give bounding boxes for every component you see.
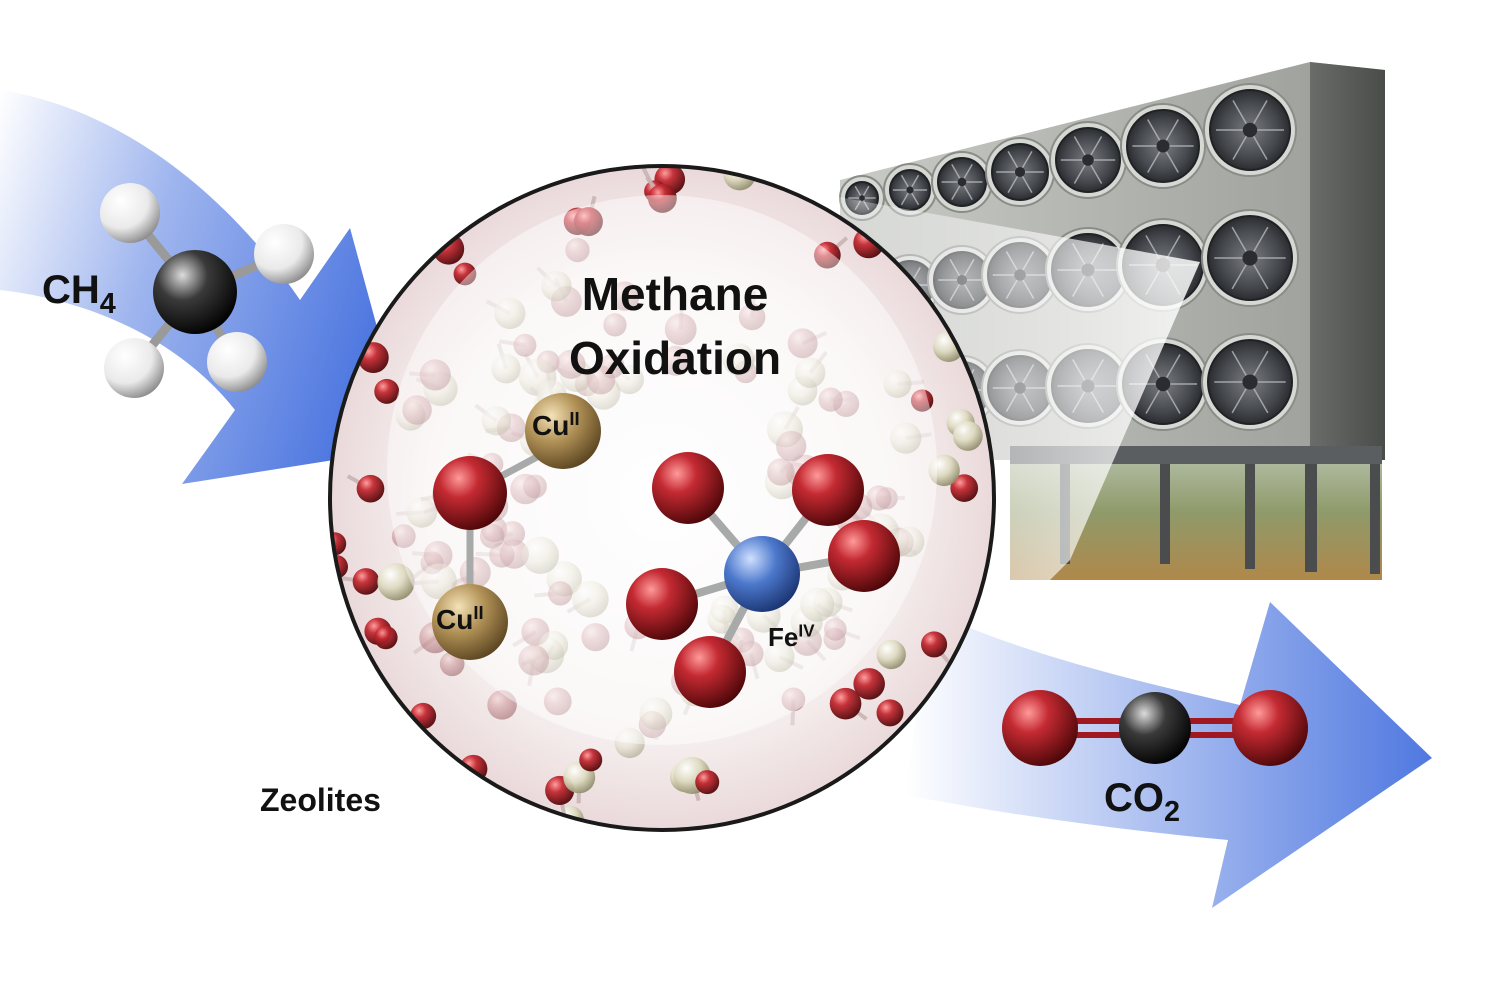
iron-label-oxidation-state: IV (798, 621, 814, 641)
oxygen-atom (853, 668, 885, 700)
iron-atom (724, 536, 800, 612)
fan-icon (1121, 104, 1205, 188)
hydrogen-atom (104, 338, 164, 398)
hydrogen-atom (254, 224, 314, 284)
oxygen-atom (828, 520, 900, 592)
copper-label-1-base: Cu (532, 410, 569, 441)
co2-label: CO2 (1104, 778, 1180, 818)
oxygen-atom (459, 755, 487, 795)
silicon-atom (877, 640, 906, 669)
methane-label-base: CH (42, 268, 100, 312)
hydrogen-atom (207, 332, 267, 392)
oxygen-atom (674, 636, 746, 708)
copper-label-2: CuII (436, 606, 484, 634)
oxygen-atom (374, 379, 399, 404)
iron-label: FeIV (768, 624, 815, 650)
silicon-atom (953, 421, 983, 451)
oxygen-atom (695, 770, 719, 794)
carbon-atom (153, 250, 237, 334)
fan-icon (1204, 84, 1296, 176)
co2-molecule-icon (1002, 690, 1308, 766)
copper-label-1: CuII (532, 412, 580, 440)
methane-label: CH4 (42, 270, 116, 310)
carbon-atom (1119, 692, 1191, 764)
diagram-title: Methane Oxidation (505, 262, 845, 390)
silicon-atom (556, 806, 584, 844)
fan-icon (932, 152, 992, 212)
title-line-1: Methane (505, 262, 845, 326)
copper-label-2-oxidation-state: II (473, 602, 483, 623)
fan-icon (986, 138, 1054, 206)
copper-label-1-oxidation-state: II (569, 408, 579, 429)
oxygen-atom (1002, 690, 1078, 766)
oxygen-atom (792, 454, 864, 526)
fan-icon (1202, 334, 1298, 430)
oxygen-atom (652, 452, 724, 524)
oxygen-atom (579, 748, 602, 771)
oxygen-atom (433, 456, 507, 530)
oxygen-atom (877, 699, 904, 726)
copper-label-2-base: Cu (436, 604, 473, 635)
methane-label-subscript: 4 (100, 288, 116, 320)
zeolites-label: Zeolites (260, 784, 381, 816)
hydrogen-atom (100, 183, 160, 243)
fan-icon (1050, 122, 1126, 198)
oxygen-atom (626, 568, 698, 640)
title-line-2: Oxidation (505, 326, 845, 390)
fan-icon (1202, 210, 1298, 306)
iron-label-base: Fe (768, 622, 798, 652)
oxygen-atom (374, 626, 397, 649)
co2-label-base: CO (1104, 776, 1164, 820)
oxygen-atom (1232, 690, 1308, 766)
silicon-atom (723, 148, 756, 190)
co2-label-subscript: 2 (1164, 796, 1180, 828)
